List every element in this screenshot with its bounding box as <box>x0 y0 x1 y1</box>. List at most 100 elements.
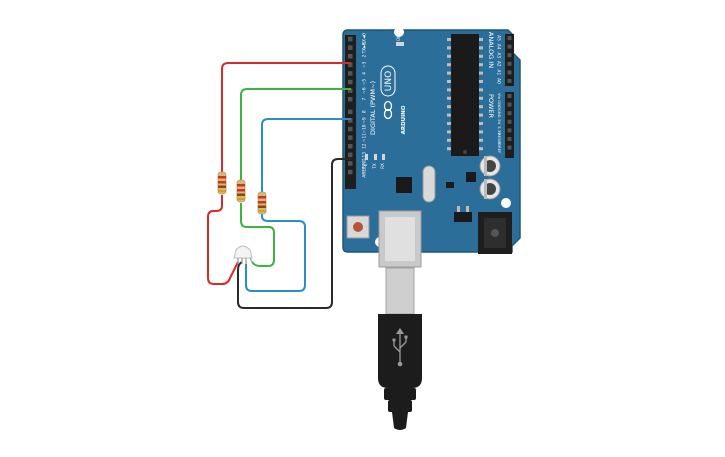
power-pin-hole[interactable] <box>507 128 512 133</box>
power-pin-hole[interactable] <box>507 137 512 141</box>
chip-pin <box>447 46 451 50</box>
digital-pin-hole[interactable] <box>348 62 353 68</box>
blue-wire[interactable] <box>245 214 306 292</box>
analog-pin-holes <box>507 36 512 83</box>
resistor-red-channel[interactable] <box>217 171 227 195</box>
power-pin-label: GND <box>497 109 502 118</box>
power-pin-hole[interactable] <box>507 94 512 98</box>
chip-pin <box>447 88 451 92</box>
chip-pin <box>447 38 451 41</box>
green-wire[interactable] <box>240 88 351 180</box>
digital-pin-label: ~3 <box>362 61 368 68</box>
analog-pin-hole[interactable] <box>507 79 512 83</box>
digital-pin-label: ~9 <box>362 117 368 124</box>
analog-pin-hole[interactable] <box>507 53 512 58</box>
digital-pin-hole[interactable] <box>348 109 353 115</box>
power-label: POWER <box>487 94 495 119</box>
digital-pin-label: GND <box>362 158 368 169</box>
blue-wire[interactable] <box>261 118 351 192</box>
power-pin-label: 3.3V <box>497 126 502 135</box>
analog-pin-label: A2 <box>496 61 502 67</box>
on-led <box>396 42 404 46</box>
power-pin-label: Vin <box>497 93 502 100</box>
digital-pin-hole[interactable] <box>348 135 353 140</box>
chip-pin <box>447 122 451 125</box>
analog-pin-hole[interactable] <box>507 70 512 75</box>
power-pin-hole[interactable] <box>507 102 512 107</box>
digital-pin-label: 12 <box>362 143 368 149</box>
reset-button[interactable] <box>346 215 370 239</box>
brand-label: ARDUINO <box>401 105 407 134</box>
green-wire[interactable] <box>240 203 275 267</box>
digital-pin-hole[interactable] <box>348 71 353 76</box>
digital-pin-hole[interactable] <box>348 36 353 42</box>
digital-pin-hole[interactable] <box>348 45 353 50</box>
digital-pin-label: ~10 <box>362 124 368 133</box>
chip-pin <box>479 63 483 67</box>
chip-pin <box>447 80 451 83</box>
analog-pin-label: A0 <box>496 78 502 84</box>
digital-pin-hole[interactable] <box>348 169 353 175</box>
power-pin-hole[interactable] <box>507 111 512 116</box>
l-led <box>365 154 368 160</box>
analog-label: ANALOG IN <box>487 32 495 68</box>
rx-led <box>382 154 385 160</box>
chip-pin <box>479 46 483 50</box>
chip-pin <box>479 122 483 125</box>
power-pin-label: RESET <box>497 133 502 146</box>
digital-pin-holes <box>348 36 353 175</box>
chip-pin <box>479 96 483 100</box>
power-jack <box>478 212 512 254</box>
digital-pin-label: TX►1 <box>362 42 368 55</box>
digital-pin-hole[interactable] <box>348 54 353 59</box>
analog-pin-hole[interactable] <box>507 61 512 66</box>
mounting-hole <box>394 27 404 37</box>
digital-pin-label: ~6 <box>362 87 368 94</box>
on-led-label: ON <box>396 35 401 41</box>
chip-pin <box>447 63 451 67</box>
digital-pin-label: AREF <box>362 166 368 178</box>
analog-pin-label: A4 <box>496 44 502 50</box>
digital-pin-hole[interactable] <box>348 79 353 85</box>
digital-pin-hole[interactable] <box>348 161 353 166</box>
chip-pin <box>479 80 483 83</box>
digital-pin-hole[interactable] <box>348 144 353 149</box>
analog-pin-hole[interactable] <box>507 36 512 40</box>
analog-pin-hole[interactable] <box>507 44 512 49</box>
power-pin-hole[interactable] <box>507 119 512 124</box>
analog-pin-label: A1 <box>496 70 502 76</box>
resistor-blue-channel[interactable] <box>257 191 267 215</box>
chip-pin <box>447 71 451 75</box>
tx-led <box>374 154 377 160</box>
resistor-green-channel[interactable] <box>236 179 246 203</box>
digital-pin-hole[interactable] <box>348 97 353 102</box>
black-wire[interactable] <box>237 158 351 309</box>
chip-pin <box>479 71 483 75</box>
usb-chip <box>396 177 412 193</box>
digital-pin-label: 7 <box>362 98 368 101</box>
chip-pin <box>479 147 483 151</box>
digital-pin-hole[interactable] <box>348 152 353 158</box>
atmega-chip <box>451 34 479 156</box>
power-pin-hole[interactable] <box>507 145 512 150</box>
voltage-regulator <box>454 212 472 222</box>
digital-pin-labels: RX◄0TX►12~34~5~678~9~10~111213GNDAREF <box>362 33 368 178</box>
rgb-led[interactable] <box>233 245 253 264</box>
analog-pin-label: A5 <box>496 35 502 41</box>
arduino-uno-board[interactable]: RX◄0TX►12~34~5~678~9~10~111213GNDAREF A5… <box>342 27 521 268</box>
digital-pin-label: 8 <box>362 110 368 113</box>
red-wire[interactable] <box>221 62 351 172</box>
red-wire[interactable] <box>207 195 239 285</box>
digital-pin-hole[interactable] <box>348 88 353 93</box>
chip-pin <box>479 38 483 41</box>
power-pin-holes <box>507 94 512 150</box>
uno-logo: UNO ARDUINO <box>380 65 407 134</box>
capacitor <box>479 155 501 177</box>
chip-pin <box>479 138 483 142</box>
digital-pin-hole[interactable] <box>348 118 353 123</box>
chip-pin <box>479 130 483 134</box>
digital-pin-hole[interactable] <box>348 126 353 132</box>
